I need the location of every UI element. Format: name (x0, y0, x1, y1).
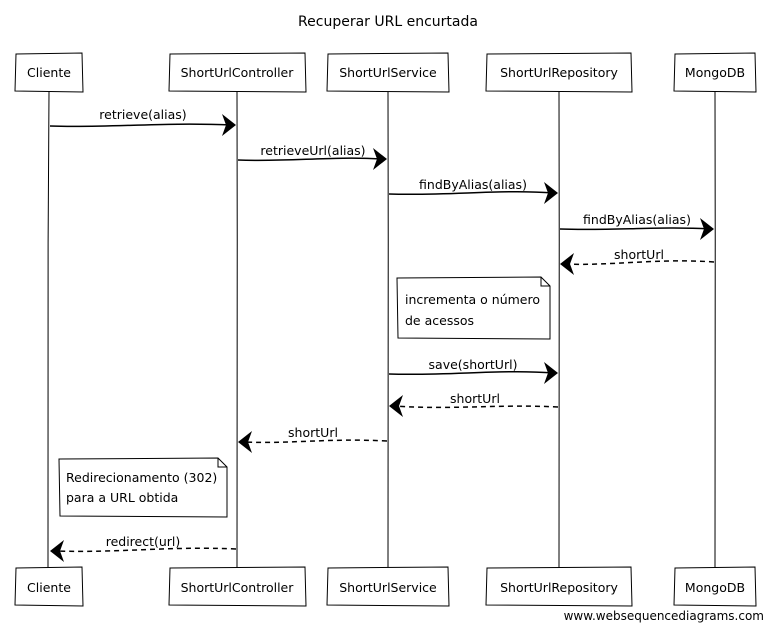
participant-repository-bottom[interactable]: ShortUrlRepository (485, 566, 633, 607)
message-return-short-url-2[interactable]: shortUrl (389, 391, 559, 417)
lifeline-service (387, 91, 389, 568)
participant-repository-top[interactable]: ShortUrlRepository (485, 52, 633, 93)
participants-top: Cliente ShortUrlController ShortUrlServi… (14, 52, 757, 93)
participant-label: ShortUrlController (181, 580, 295, 595)
message-label: save(shortUrl) (429, 357, 518, 372)
lifeline-cliente (47, 91, 50, 568)
message-label: findByAlias(alias) (419, 177, 527, 192)
message-label: findByAlias(alias) (583, 212, 691, 227)
participant-cliente-bottom[interactable]: Cliente (14, 566, 84, 607)
message-find-by-alias-2[interactable]: findByAlias(alias) (559, 212, 714, 240)
participant-label: ShortUrlService (339, 65, 437, 80)
message-label: shortUrl (450, 391, 500, 406)
participant-mongo-bottom[interactable]: MongoDB (673, 566, 757, 607)
participant-label: ShortUrlController (181, 65, 295, 80)
note-line: de acessos (405, 313, 474, 328)
message-return-short-url-1[interactable]: shortUrl (560, 247, 715, 275)
message-label: retrieveUrl(alias) (260, 143, 365, 158)
participant-label: Cliente (27, 65, 71, 80)
message-find-by-alias-1[interactable]: findByAlias(alias) (388, 177, 558, 204)
message-label: retrieve(alias) (99, 107, 186, 122)
participant-label: ShortUrlRepository (500, 580, 618, 595)
message-retrieve[interactable]: retrieve(alias) (49, 107, 236, 136)
message-label: shortUrl (288, 425, 338, 440)
participant-label: ShortUrlService (339, 580, 437, 595)
lifelines (47, 91, 716, 568)
participant-service-bottom[interactable]: ShortUrlService (326, 566, 450, 607)
message-label: redirect(url) (106, 534, 181, 549)
message-save[interactable]: save(shortUrl) (388, 357, 558, 384)
participant-label: Cliente (27, 580, 71, 595)
message-return-short-url-3[interactable]: shortUrl (238, 425, 388, 453)
participant-label: ShortUrlRepository (500, 65, 618, 80)
participant-cliente-top[interactable]: Cliente (14, 52, 84, 93)
participant-controller-top[interactable]: ShortUrlController (168, 52, 307, 93)
notes: incrementa o número de acessos Redirecio… (58, 276, 551, 518)
diagram-title: Recuperar URL encurtada (298, 14, 478, 30)
message-label: shortUrl (614, 247, 664, 262)
lifeline-mongo (714, 91, 716, 568)
participant-mongo-top[interactable]: MongoDB (673, 52, 757, 93)
lifeline-controller (236, 91, 238, 568)
participant-label: MongoDB (685, 65, 745, 80)
note-line: Redirecionamento (302) (66, 470, 217, 485)
note-incrementa-acessos[interactable]: incrementa o número de acessos (396, 276, 551, 340)
note-line: incrementa o número (405, 292, 540, 307)
note-line: para a URL obtida (66, 490, 178, 505)
messages: retrieve(alias) retrieveUrl(alias) findB… (49, 107, 715, 562)
participants-bottom: Cliente ShortUrlController ShortUrlServi… (14, 566, 757, 607)
participant-controller-bottom[interactable]: ShortUrlController (168, 566, 307, 607)
message-redirect[interactable]: redirect(url) (50, 534, 237, 562)
lifeline-repository (558, 91, 560, 568)
participant-service-top[interactable]: ShortUrlService (326, 52, 450, 93)
watermark: www.websequencediagrams.com (564, 609, 764, 623)
note-redirecionamento[interactable]: Redirecionamento (302) para a URL obtida (58, 457, 228, 518)
participant-label: MongoDB (685, 580, 745, 595)
message-retrieve-url[interactable]: retrieveUrl(alias) (237, 143, 387, 170)
